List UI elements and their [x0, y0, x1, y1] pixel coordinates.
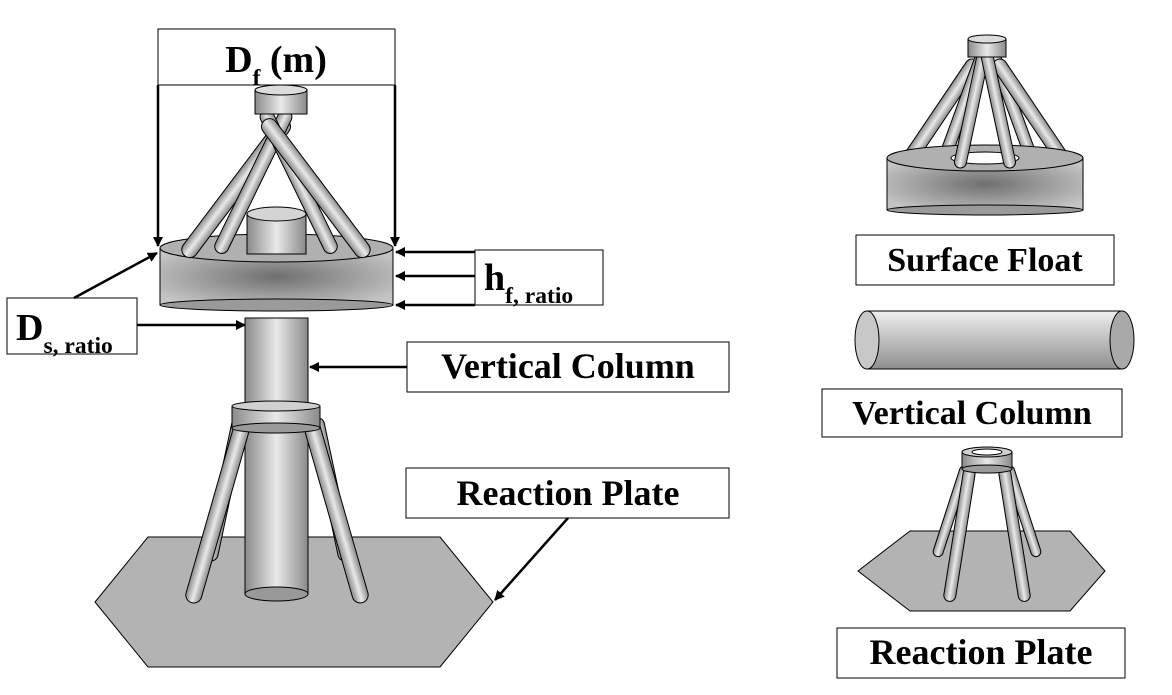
vertical-column-label: Vertical Column — [441, 346, 695, 386]
component-vertical-column-shape — [854, 310, 1135, 370]
upper-legs — [181, 109, 371, 259]
lower-legs-front — [185, 419, 369, 604]
reaction-plate-title: Reaction Plate — [870, 632, 1093, 672]
surface-float-title: Surface Float — [887, 242, 1083, 279]
component-reaction-plate-shape — [857, 446, 1106, 612]
lower-collar-shape — [231, 400, 321, 434]
hf-label: hf, ratio — [484, 257, 573, 309]
df-label: Df (m) — [225, 39, 327, 91]
component-surface-float-shape — [886, 34, 1084, 216]
main-assembly — [94, 84, 494, 668]
ds-label: Ds, ratio — [16, 307, 113, 359]
reaction-plate-label: Reaction Plate — [457, 473, 680, 513]
vertical-column-title: Vertical Column — [852, 395, 1092, 432]
column-top-stub — [246, 206, 307, 255]
components-panel: Surface Float Vertical Column Reaction P… — [821, 34, 1135, 679]
annotations: Df (m) hf, ratio Ds, ratio Vertical Colu… — [6, 28, 730, 601]
top-cap-shape — [254, 84, 308, 115]
vertical-column-shape — [244, 317, 309, 595]
